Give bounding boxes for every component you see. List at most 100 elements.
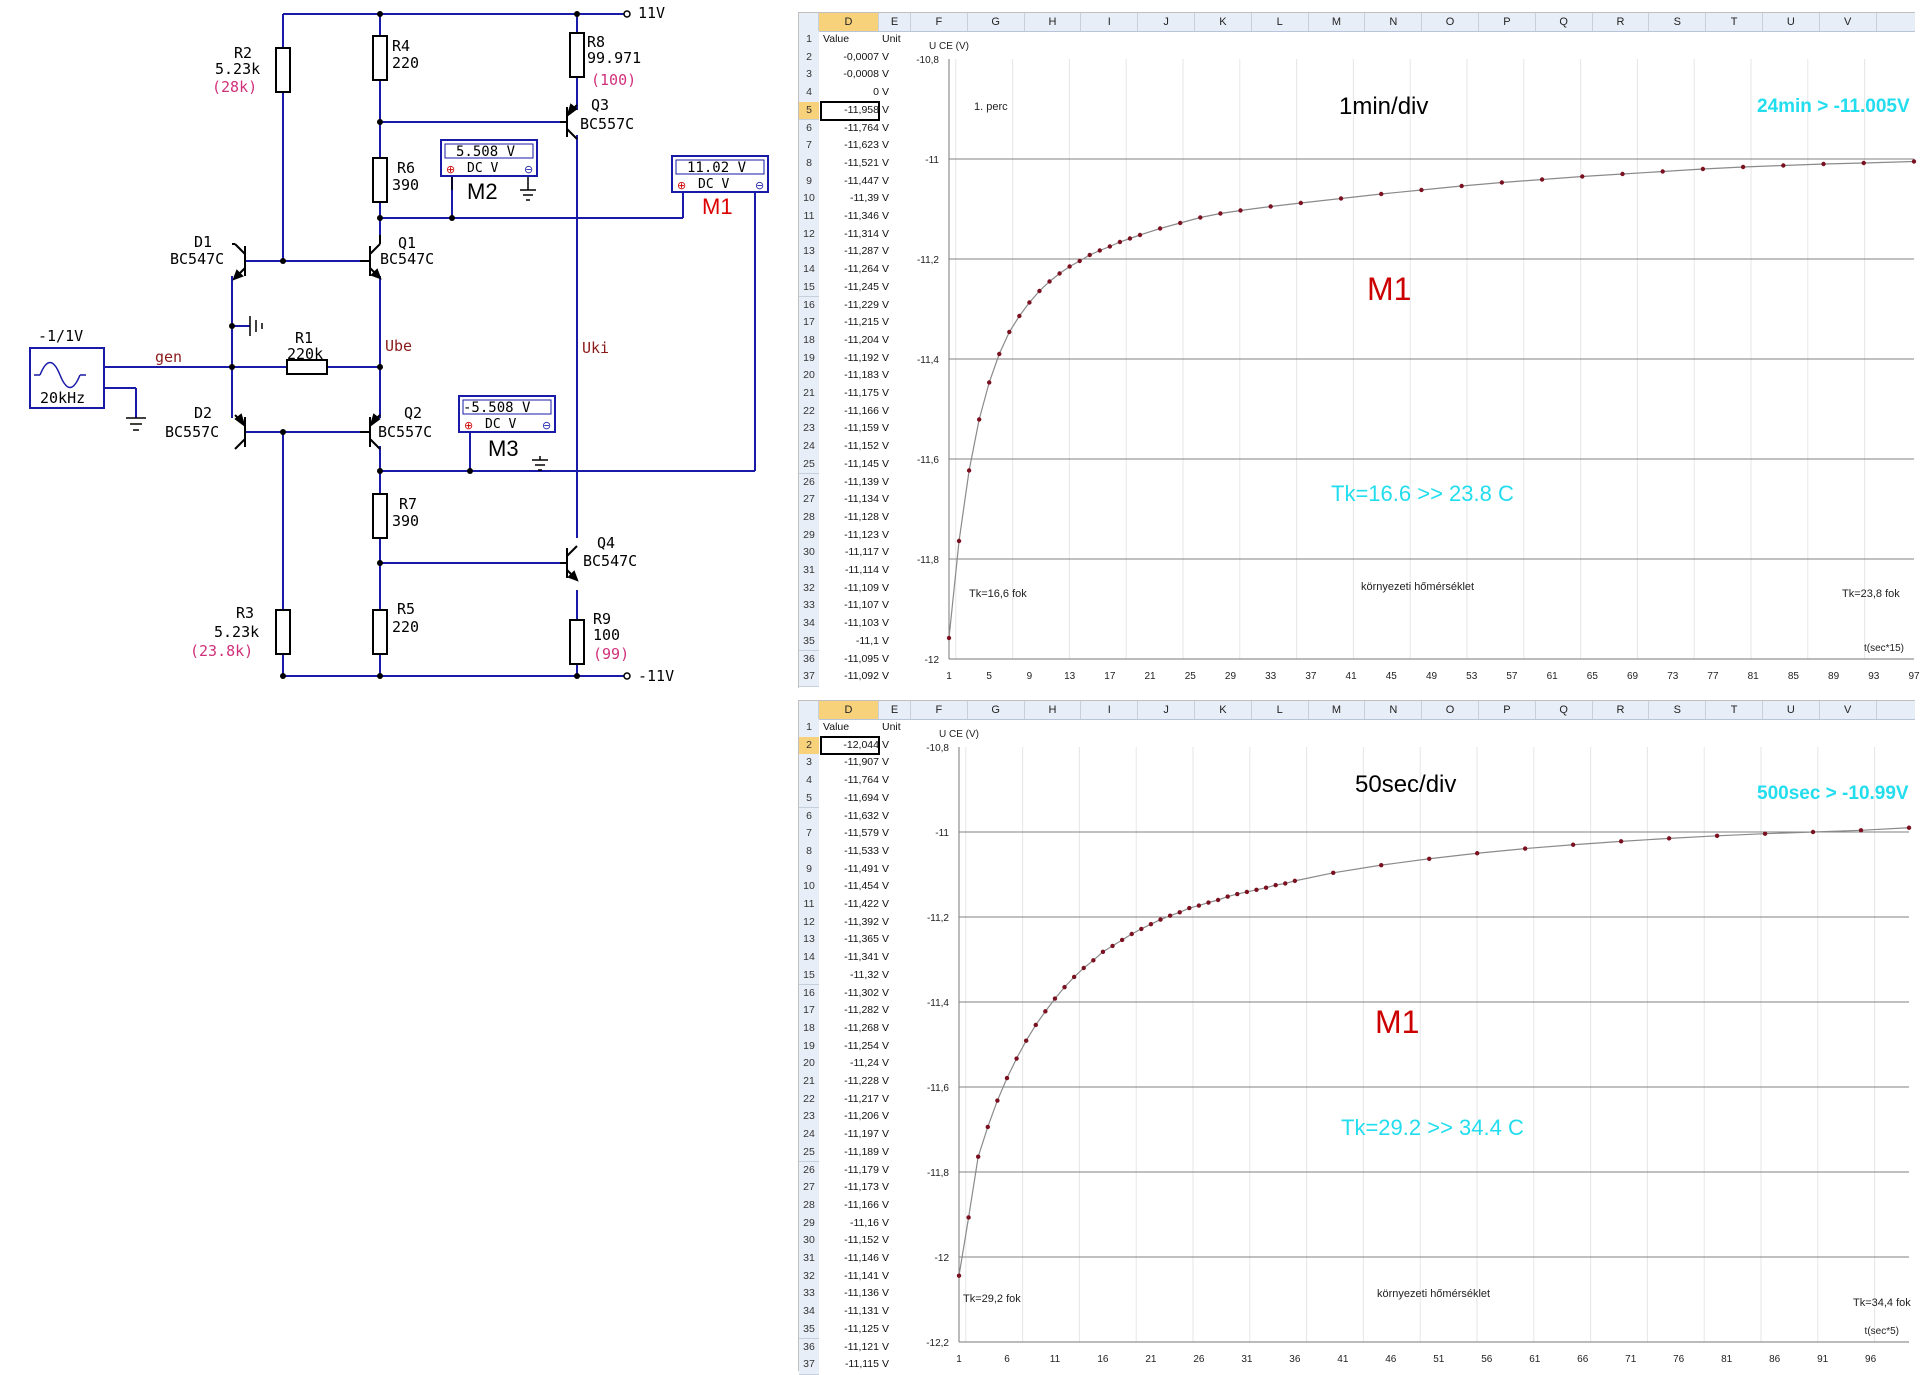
unit-cell[interactable]: V [882,1092,890,1105]
unit-cell[interactable]: V [882,192,890,205]
column-header-u[interactable]: U [1763,13,1820,31]
row-number[interactable]: 23 [799,1108,819,1128]
row-number[interactable]: 18 [799,331,819,351]
row-number[interactable]: 22 [799,1090,819,1110]
row-number[interactable]: 1 [799,719,819,738]
value-cell[interactable]: -11,103 [844,617,879,630]
row-number[interactable]: 16 [799,296,819,316]
row-number[interactable]: 16 [799,984,819,1004]
unit-cell[interactable]: V [882,933,890,946]
value-cell[interactable]: -11,229 [844,298,879,311]
row-number[interactable]: 24 [799,1126,819,1145]
column-header-q[interactable]: Q [1536,13,1593,31]
row-number[interactable]: 21 [799,385,819,404]
unit-cell[interactable]: V [882,564,890,576]
column-header-p[interactable]: P [1479,13,1536,31]
row-number[interactable]: 5 [799,101,819,121]
value-cell[interactable]: -11,341 [844,951,879,964]
unit-cell[interactable]: V [882,457,890,470]
row-number[interactable]: 7 [799,137,819,156]
unit-cell[interactable]: V [882,1128,890,1141]
unit-cell[interactable]: V [882,617,890,630]
row-number[interactable]: 5 [799,789,819,809]
value-cell[interactable]: Value [823,33,850,45]
row-number[interactable]: 19 [799,349,819,369]
unit-cell[interactable]: V [882,227,890,240]
value-cell[interactable]: -11,146 [844,1252,879,1264]
column-header-e[interactable]: E [879,13,911,31]
value-cell[interactable]: -11,128 [844,510,879,523]
unit-cell[interactable]: V [882,475,890,488]
unit-cell[interactable]: V [882,844,890,857]
row-number[interactable]: 8 [799,154,819,174]
unit-cell[interactable]: V [882,156,890,169]
value-cell[interactable]: -11,623 [844,139,879,152]
row-number[interactable]: 31 [799,562,819,581]
row-number[interactable]: 32 [799,1267,819,1287]
unit-cell[interactable]: V [882,880,890,893]
row-number[interactable]: 18 [799,1019,819,1039]
column-header-f[interactable]: F [911,13,968,31]
value-cell[interactable]: -11,125 [844,1322,879,1335]
row-number[interactable]: 28 [799,508,819,528]
unit-cell[interactable]: V [882,652,890,665]
value-cell[interactable]: -11,152 [844,440,879,453]
column-header-v[interactable]: V [1820,701,1877,719]
column-header-h[interactable]: H [1025,701,1082,719]
value-cell[interactable]: -11,392 [844,915,879,928]
unit-cell[interactable]: V [882,86,890,99]
value-cell[interactable]: -11,346 [844,210,879,222]
unit-cell[interactable]: V [882,1021,890,1034]
column-header-q[interactable]: Q [1536,701,1593,719]
row-number[interactable]: 2 [799,48,819,68]
unit-cell[interactable]: V [882,1252,890,1264]
row-number[interactable]: 9 [799,172,819,192]
column-header-j[interactable]: J [1138,701,1195,719]
value-cell[interactable]: Value [823,721,850,733]
unit-cell[interactable]: V [882,791,890,804]
unit-cell[interactable]: V [882,528,890,541]
value-cell[interactable]: -11,287 [844,245,879,258]
row-number[interactable]: 29 [799,526,819,546]
value-cell[interactable]: -11,123 [844,528,879,541]
value-cell[interactable]: -11,117 [844,546,879,559]
unit-cell[interactable]: V [882,809,890,822]
row-number[interactable]: 4 [799,772,819,791]
unit-cell[interactable]: V [882,1234,890,1247]
value-cell[interactable]: -11,579 [844,827,879,840]
value-cell[interactable]: -11,092 [844,670,879,683]
value-cell[interactable]: -11,204 [844,333,879,346]
row-number[interactable]: 35 [799,632,819,652]
value-cell[interactable]: -11,268 [844,1021,879,1034]
row-number[interactable]: 27 [799,491,819,510]
value-cell[interactable]: -11,139 [844,475,879,488]
value-cell[interactable]: -11,958 [820,100,880,121]
unit-cell[interactable]: V [882,280,890,293]
row-number[interactable]: 29 [799,1214,819,1234]
unit-cell[interactable]: V [882,670,890,683]
value-cell[interactable]: -11,131 [844,1305,879,1318]
value-cell[interactable]: -11,533 [844,844,879,857]
column-header-n[interactable]: N [1365,701,1423,719]
column-header-d[interactable]: D [819,701,879,719]
row-number[interactable]: 8 [799,842,819,862]
value-cell[interactable]: -11,302 [844,986,879,999]
row-number[interactable]: 28 [799,1196,819,1216]
row-number[interactable]: 34 [799,1303,819,1322]
row-number[interactable]: 35 [799,1320,819,1340]
value-cell[interactable]: -0,0008 [843,68,879,81]
column-header-g[interactable]: G [968,13,1025,31]
row-number[interactable]: 23 [799,420,819,440]
row-number[interactable]: 6 [799,807,819,827]
unit-cell[interactable]: V [882,986,890,999]
corner-cell[interactable] [799,13,819,31]
value-cell[interactable]: -12,044 [820,735,880,756]
row-number[interactable]: 14 [799,261,819,280]
value-cell[interactable]: 0 [873,86,879,99]
unit-cell[interactable]: Unit [882,721,901,733]
value-cell[interactable]: -11,166 [844,404,879,417]
unit-cell[interactable]: V [882,493,890,506]
row-number[interactable]: 17 [799,314,819,333]
value-cell[interactable]: -11,183 [844,369,879,382]
column-header-m[interactable]: M [1309,701,1366,719]
